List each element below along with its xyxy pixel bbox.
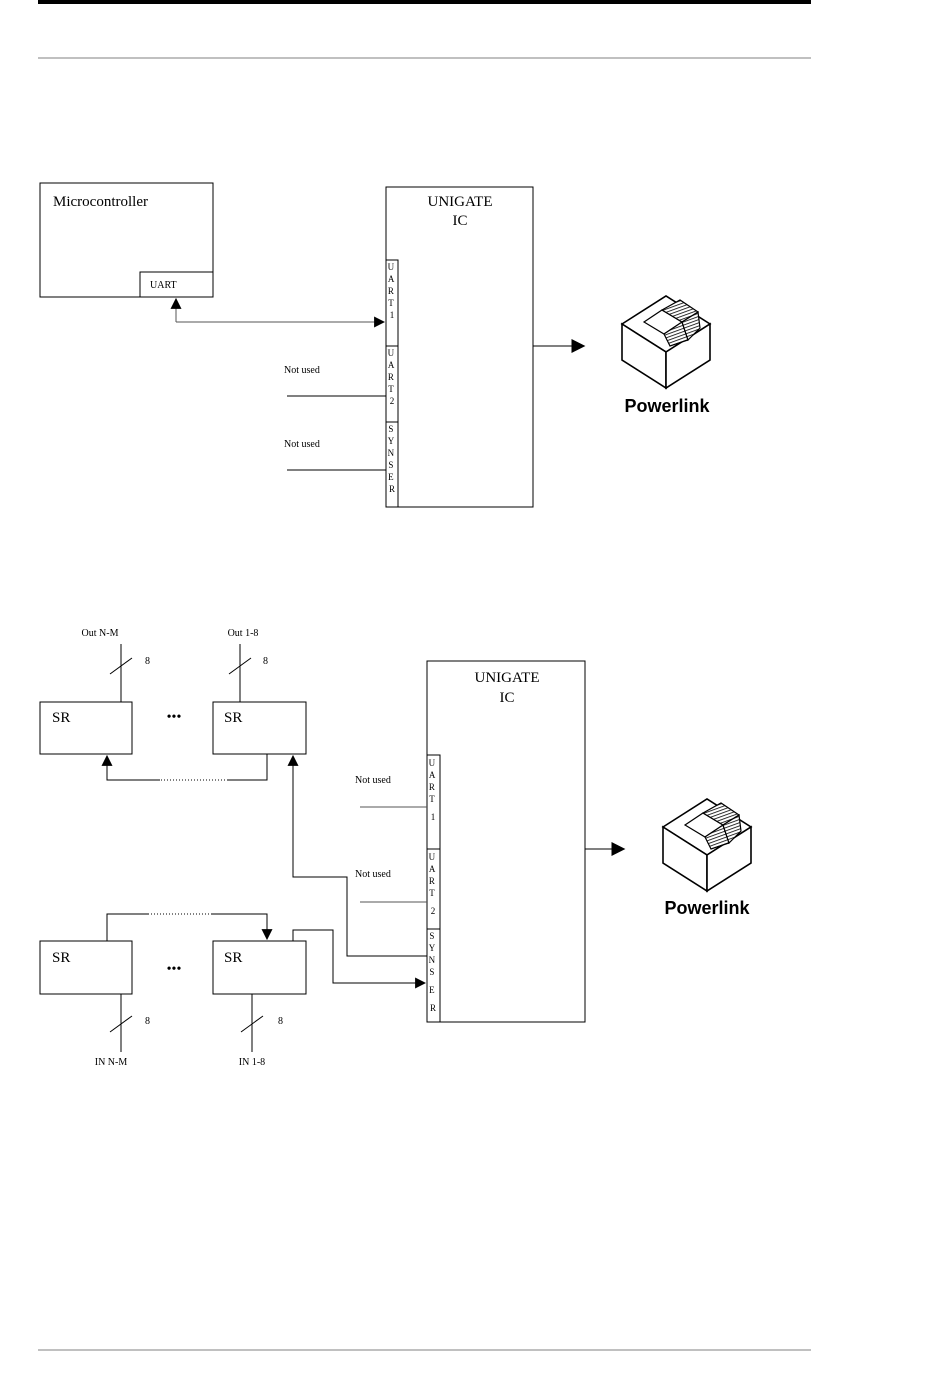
unigate-label-2: UNIGATE [475, 670, 540, 686]
sr-out-n-m-label: SR [52, 710, 70, 726]
sr-in-1-8-label: SR [224, 950, 242, 966]
unigate-ic-block-1: UNIGATE IC U A R T 1 U A R T 2 S Y [386, 187, 533, 507]
bus-width-in-1-8: 8 [278, 1016, 283, 1027]
in-n-m-label: IN N-M [95, 1057, 128, 1068]
sr-in-n-m [40, 941, 132, 994]
chain-top-right [107, 756, 160, 780]
diagram-2: Out N-M Out 1-8 8 8 SR SR ••• SR SR ••• [40, 628, 751, 1068]
unigate-ic-block-2: UNIGATE IC U A R T 1 U A R T 2 S Y [427, 661, 585, 1022]
chain-top-left [228, 754, 267, 780]
microcontroller-block: Microcontroller UART [40, 183, 213, 297]
unigate-ic-label-2: IC [500, 690, 515, 706]
not-used-label-d2-uart1: Not used [355, 775, 391, 786]
powerlink-label-d1: Powerlink [624, 396, 710, 416]
sr-in-1-8 [213, 941, 306, 994]
sr-out-1-8-label: SR [224, 710, 242, 726]
synser-to-out-sr [293, 756, 425, 956]
unigate-label-1: UNIGATE [428, 194, 493, 210]
bus-width-in-n-m: 8 [145, 1016, 150, 1027]
out-1-8-label: Out 1-8 [228, 628, 259, 639]
unigate-ic-label-1: IC [453, 213, 468, 229]
out-n-m-label: Out N-M [82, 628, 119, 639]
not-used-label-d1-synser: Not used [284, 439, 320, 450]
chain-bottom-left [107, 914, 148, 941]
ellipsis-bottom: ••• [167, 962, 182, 977]
rj45-socket-icon-2 [663, 799, 751, 891]
not-used-label-d2-uart2: Not used [355, 869, 391, 880]
in-1-8-label: IN 1-8 [239, 1057, 265, 1068]
not-used-label-d1-uart2: Not used [284, 365, 320, 376]
microcontroller-uart-label: UART [150, 280, 177, 291]
bus-width-out-n-m: 8 [145, 656, 150, 667]
rj45-socket-icon [622, 296, 710, 388]
sr-in-n-m-label: SR [52, 950, 70, 966]
ellipsis-top: ••• [167, 710, 182, 725]
header-thick-rule [38, 0, 811, 4]
diagram-1: Microcontroller UART UNIGATE IC U A R T … [40, 183, 710, 507]
powerlink-label-d2: Powerlink [664, 898, 750, 918]
bus-width-out-1-8: 8 [263, 656, 268, 667]
chain-bottom-right [212, 914, 267, 939]
microcontroller-label: Microcontroller [53, 194, 148, 210]
